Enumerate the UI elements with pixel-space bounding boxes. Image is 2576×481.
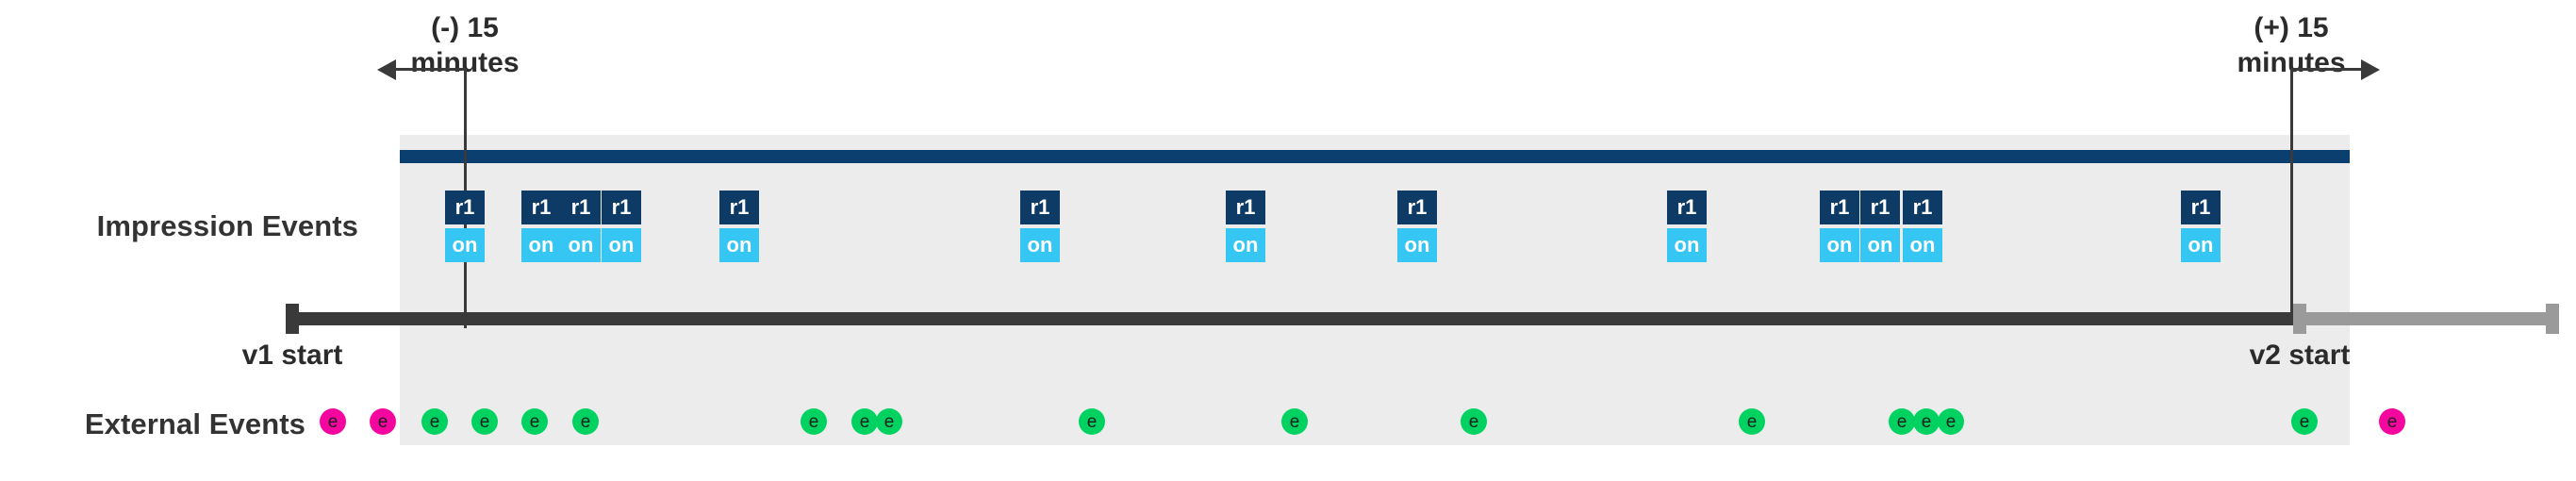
- external-event-dot-in-window: e: [876, 408, 902, 435]
- impression-request-badge: r1: [521, 191, 561, 224]
- impression-request-badge: r1: [719, 191, 759, 224]
- impression-status-badge: on: [561, 228, 601, 262]
- impression-status-badge: on: [1020, 228, 1060, 262]
- external-event-dot-in-window: e: [1079, 408, 1105, 435]
- v1-timeline-bar: [286, 312, 2293, 325]
- impression-request-badge: r1: [2181, 191, 2221, 224]
- external-event-dot-in-window: e: [1913, 408, 1940, 435]
- impression-request-badge: r1: [1020, 191, 1060, 224]
- impression-request-badge: r1: [1860, 191, 1900, 224]
- version-bar: [400, 150, 2350, 163]
- external-event-dot-out-of-window: e: [2379, 408, 2405, 435]
- impression-status-badge: on: [2181, 228, 2221, 262]
- impression-status-badge: on: [1860, 228, 1900, 262]
- impression-status-badge: on: [719, 228, 759, 262]
- upper-bound-marker-line: [2290, 69, 2293, 319]
- impression-request-badge: r1: [445, 191, 485, 224]
- external-event-dot-in-window: e: [421, 408, 448, 435]
- impression-status-badge: on: [1903, 228, 1942, 262]
- external-event-dot-in-window: e: [1281, 408, 1308, 435]
- external-events-label: External Events: [84, 407, 305, 440]
- impression-status-badge: on: [521, 228, 561, 262]
- external-event-dot-out-of-window: e: [370, 408, 396, 435]
- v2-start-caption: v2 start: [2249, 340, 2351, 371]
- impression-status-badge: on: [445, 228, 485, 262]
- impression-status-badge: on: [602, 228, 641, 262]
- impression-status-badge: on: [1397, 228, 1437, 262]
- impression-request-badge: r1: [602, 191, 641, 224]
- external-event-dot-in-window: e: [1461, 408, 1487, 435]
- lower-bound-arrow-head-icon: [377, 59, 396, 80]
- external-event-dot-out-of-window: e: [320, 408, 346, 435]
- external-event-dot-in-window: e: [1889, 408, 1915, 435]
- external-event-dot-in-window: e: [2291, 408, 2318, 435]
- v2-end-cap: [2546, 304, 2559, 334]
- v2-timeline-bar: [2293, 312, 2559, 325]
- external-event-dot-in-window: e: [521, 408, 548, 435]
- impression-status-badge: on: [1226, 228, 1265, 262]
- external-event-dot-in-window: e: [471, 408, 498, 435]
- external-event-dot-in-window: e: [801, 408, 827, 435]
- impression-request-badge: r1: [1397, 191, 1437, 224]
- upper-bound-arrow-head-icon: [2361, 59, 2380, 80]
- impression-status-badge: on: [1667, 228, 1707, 262]
- v1-start-caption: v1 start: [241, 340, 343, 371]
- lower-bound-arrow-shaft: [396, 68, 466, 71]
- impression-status-badge: on: [1820, 228, 1859, 262]
- impression-request-badge: r1: [1226, 191, 1265, 224]
- matching-window-panel: [400, 135, 2350, 445]
- external-event-dot-in-window: e: [851, 408, 878, 435]
- impression-events-label: Impression Events: [96, 209, 358, 242]
- impression-request-badge: r1: [561, 191, 601, 224]
- external-event-dot-in-window: e: [1739, 408, 1765, 435]
- external-event-dot-in-window: e: [1938, 408, 1964, 435]
- impression-request-badge: r1: [1820, 191, 1859, 224]
- upper-bound-annotation: (+) 15 minutes: [2237, 12, 2346, 78]
- external-event-dot-in-window: e: [572, 408, 599, 435]
- upper-bound-arrow-shaft: [2291, 68, 2361, 71]
- impression-request-badge: r1: [1667, 191, 1707, 224]
- impression-request-badge: r1: [1903, 191, 1942, 224]
